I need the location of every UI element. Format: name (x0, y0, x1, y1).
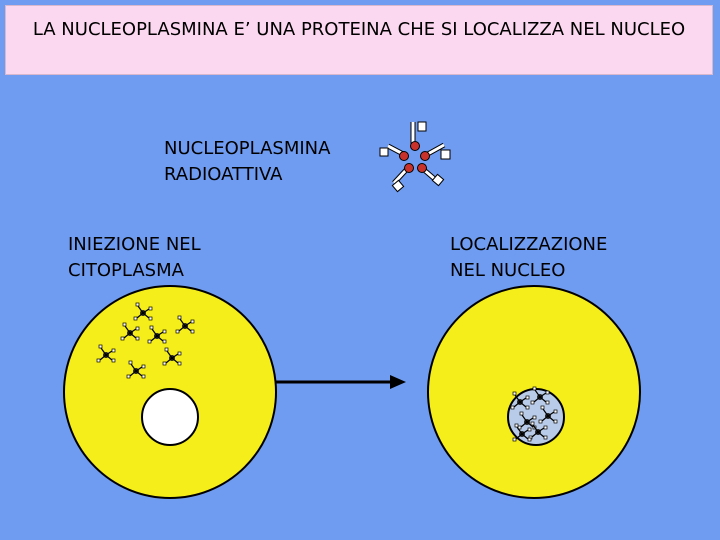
cell-after-icon (427, 285, 641, 499)
protein-label: NUCLEOPLASMINA RADIOATTIVA (164, 138, 331, 185)
cell-before-icon (63, 285, 277, 499)
injection-label: INIEZIONE NEL CITOPLASMA (68, 234, 201, 281)
page-title: LA NUCLEOPLASMINA E’ UNA PROTEINA CHE SI… (32, 19, 686, 40)
title-box: LA NUCLEOPLASMINA E’ UNA PROTEINA CHE SI… (5, 5, 713, 75)
arrow-right-icon (275, 375, 406, 389)
nucleoplasmin-protein-icon (379, 121, 451, 193)
localization-label: LOCALIZZAZIONE NEL NUCLEO (450, 234, 608, 281)
